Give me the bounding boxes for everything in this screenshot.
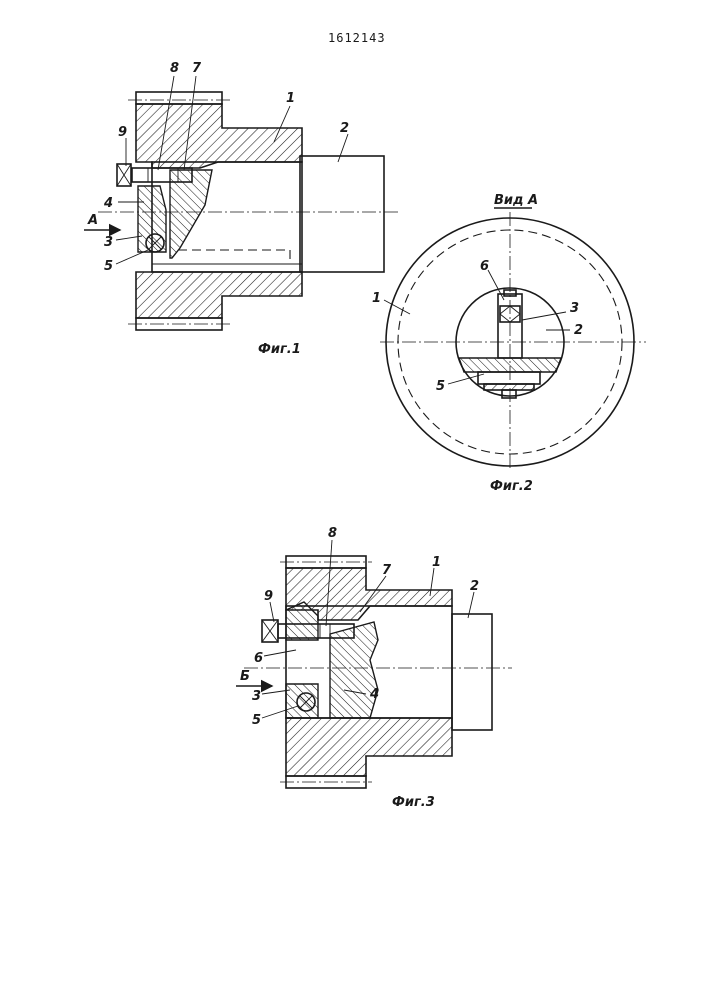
fig3-label-4: 4 [369,687,379,702]
patent-number: 1612143 [328,31,386,45]
fig1-label-8: 8 [170,61,179,76]
figure-3: Б 8 7 1 2 9 6 3 5 4 Фиг.3 [236,526,512,810]
fig1-screw-head [116,163,132,187]
fig3-slider [285,683,319,719]
fig3-view-arrow-label: Б [240,669,250,684]
fig2-section [458,357,562,373]
figure-2: Вид А 1 6 3 2 5 Фиг.2 [372,193,646,494]
fig1-screw [131,167,193,183]
fig2-caption: Фиг.2 [490,479,533,494]
fig3-label-7: 7 [382,563,392,578]
fig1-label-9: 9 [118,125,127,140]
fig1-view-arrow-label: А [87,213,98,228]
fig3-caption: Фиг.3 [392,795,435,810]
fig2-label-3: 3 [570,301,579,316]
fig3-label-2: 2 [470,579,479,594]
fig3-label-6: 6 [254,651,263,666]
fig2-label-5: 5 [436,379,445,394]
fig1-label-1: 1 [286,91,295,106]
figure-1: А 1 2 4 3 5 8 7 9 Фиг.1 [84,61,398,357]
fig3-body-lower [285,717,453,777]
fig3-ball [296,692,316,712]
fig1-shaft [299,155,385,273]
fig3-label-9: 9 [264,589,273,604]
fig3-label-5: 5 [252,713,261,728]
fig2-label-1: 1 [372,291,381,306]
fig1-ball [145,233,165,253]
fig3-shaft [451,613,493,731]
fig1-label-7: 7 [192,61,202,76]
fig3-label-3: 3 [252,689,261,704]
fig2-view-title: Вид А [494,193,538,208]
fig3-left-jaw [285,601,319,641]
fig1-slider [137,185,167,253]
fig1-label-4: 4 [103,196,113,211]
fig1-caption: Фиг.1 [258,342,301,357]
fig2-label-2: 2 [574,323,583,338]
fig1-label-5: 5 [104,259,113,274]
fig1-gear-top [135,91,223,105]
fig2-label-6: 6 [480,259,489,274]
fig1-label-2: 2 [340,121,349,136]
fig3-label-1: 1 [432,555,441,570]
fig3-label-8: 8 [328,526,337,541]
fig1-body-lower [135,271,303,319]
fig2-insert [477,371,541,385]
fig3-screw-head [261,619,279,643]
fig1-label-3: 3 [104,235,113,250]
fig1-wedge [169,169,213,259]
